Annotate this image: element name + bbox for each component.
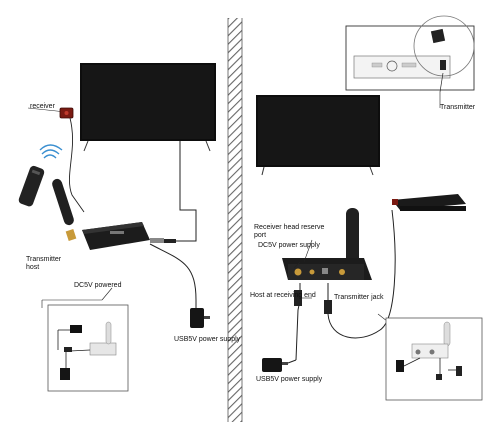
label-dc5v-powered: DC5V powered	[74, 282, 122, 289]
inset-connection-left	[47, 304, 129, 392]
label-host-receiving-end: Host at receiving end	[250, 292, 316, 299]
tv-left	[80, 63, 216, 152]
remote-control-icon	[18, 144, 63, 207]
transmitter-host-device	[52, 178, 176, 250]
receiving-host-device	[282, 208, 372, 280]
power-adapter-icon	[262, 358, 297, 372]
label-usb5v-left: USB5V power supply	[174, 336, 241, 343]
inset-connection-right	[385, 317, 483, 401]
tv-right	[256, 95, 380, 176]
set-top-box-icon	[392, 194, 466, 211]
label-dc5v-power-supply: DC5V power supply	[258, 242, 320, 249]
label-transmitter-top: Transmitter	[440, 104, 476, 111]
label-transmitter-host: Transmitter host	[26, 256, 62, 271]
label-transmitter-jack: Transmitter jack	[334, 294, 384, 301]
wall-divider	[227, 18, 243, 422]
power-adapter-icon	[190, 308, 210, 328]
ir-receiver-icon	[59, 107, 74, 119]
label-usb5v-right: USB5V power supply	[256, 376, 323, 383]
inset-set-top-box	[345, 15, 475, 108]
label-receiver-head-reserve: Receiver head reserve port	[254, 224, 325, 239]
label-receiver: receiver	[30, 103, 55, 110]
